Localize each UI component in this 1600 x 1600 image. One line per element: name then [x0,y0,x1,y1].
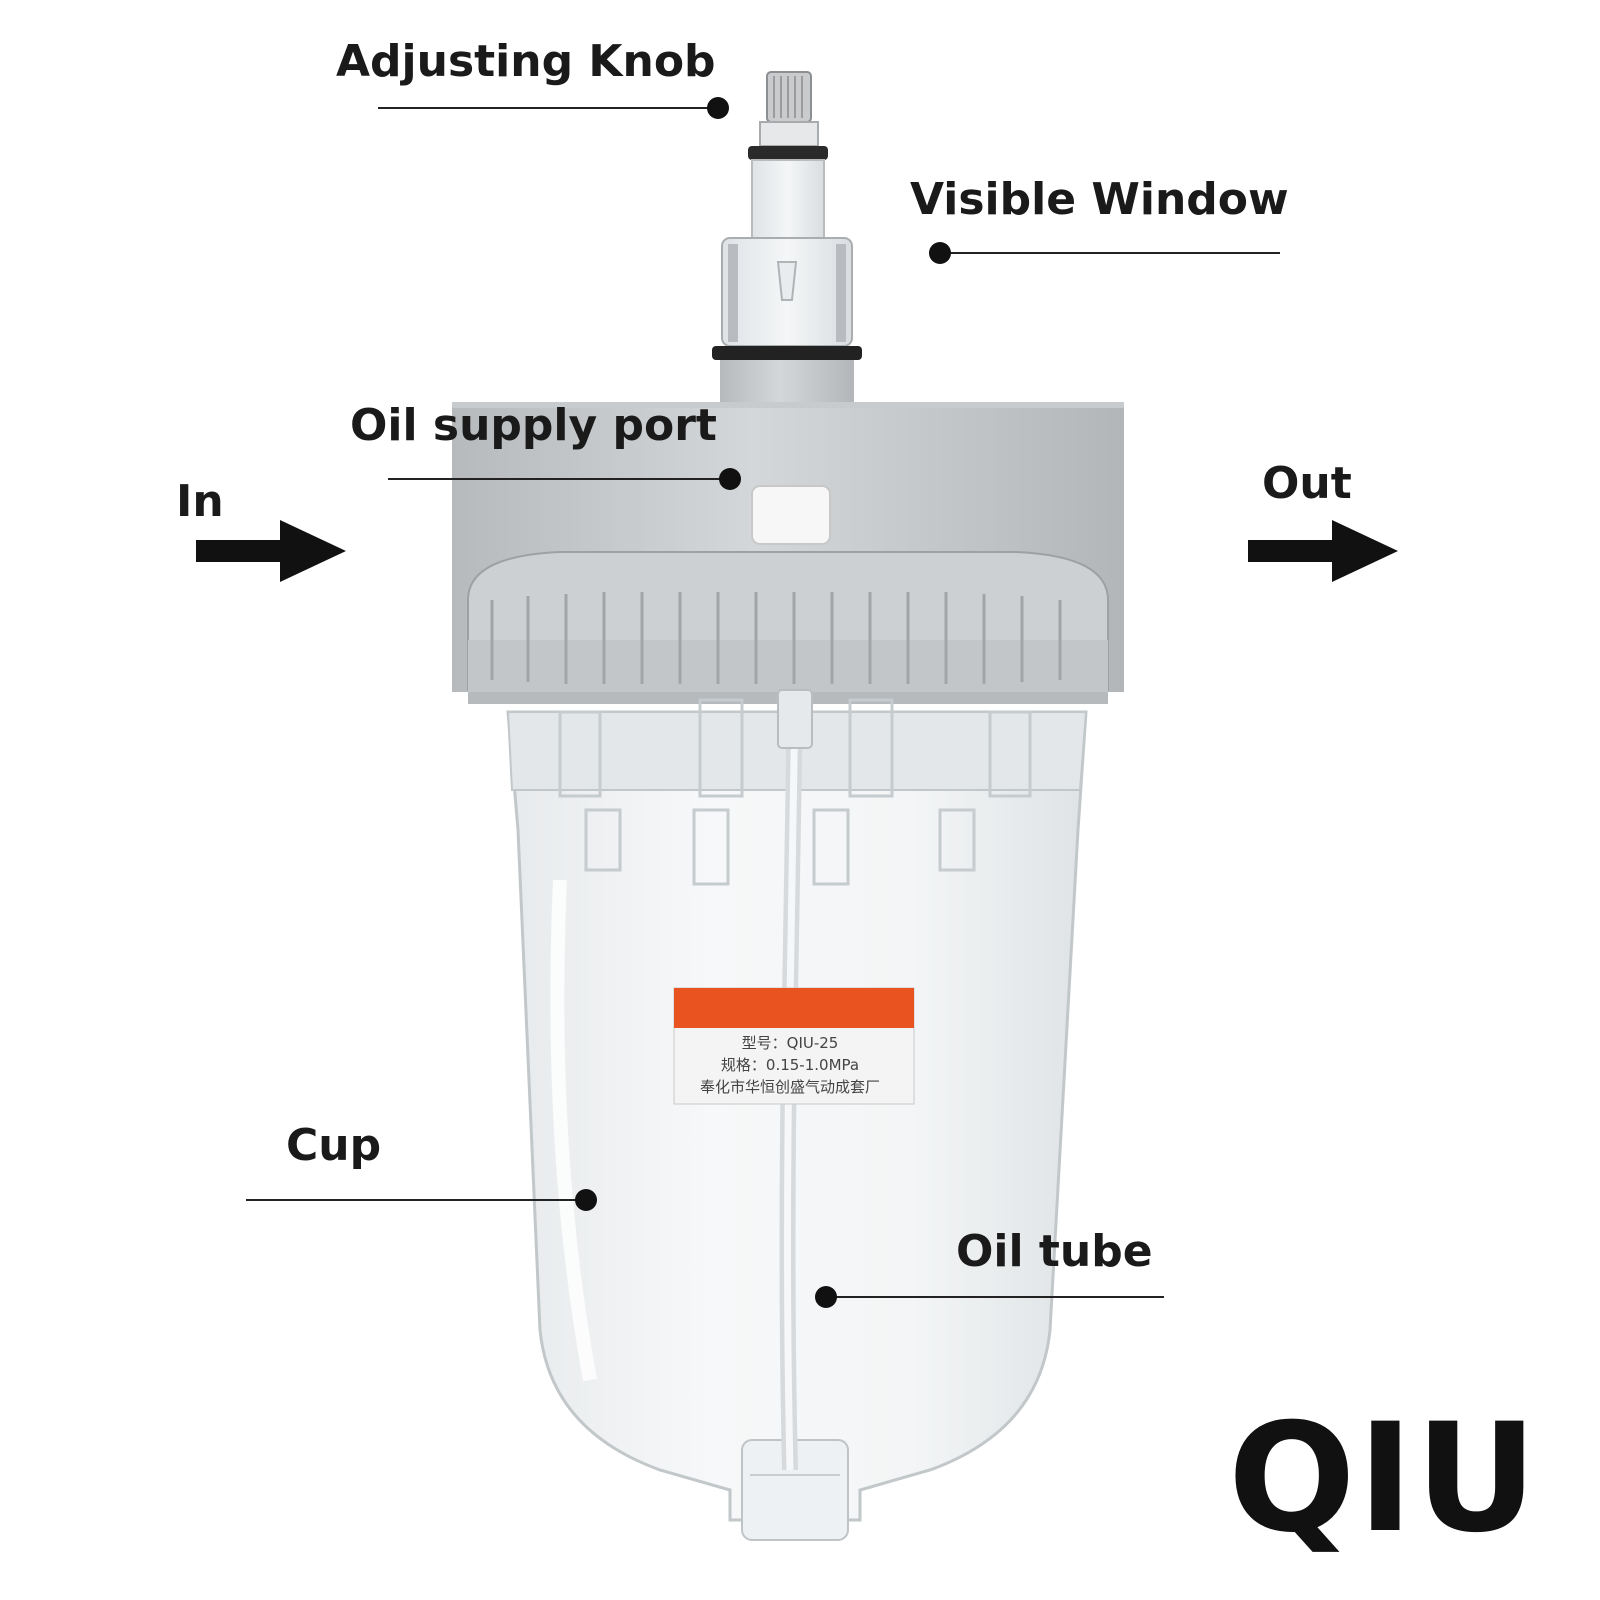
callout-oil-supply-port: Oil supply port [350,400,717,451]
callout-oil-tube: Oil tube [956,1226,1153,1277]
leader-dot-oil-tube [815,1286,837,1308]
callout-out: Out [1262,458,1352,509]
oil-supply-port-part [751,485,831,545]
label-maker-line: 奉化市华恒创盛气动成套厂 [700,1078,880,1096]
in-arrow-icon [196,520,346,582]
leader-dot-oil-supply-port [719,468,741,490]
leader-lines [246,107,1280,1298]
leader-dot-adjusting-knob [707,97,729,119]
out-arrow-icon [1248,520,1398,582]
leader-dots [575,97,951,1308]
collar-ring [467,551,1109,704]
brand-logo-text: QIU [1228,1392,1540,1566]
callout-visible-window: Visible Window [910,174,1289,225]
label-model-line: 型号：QIU-25 [742,1034,839,1052]
label-spec-line: 规格：0.15-1.0MPa [721,1056,859,1074]
leader-dot-cup [575,1189,597,1211]
callout-cup: Cup [286,1120,382,1171]
callout-in: In [176,476,224,527]
leader-dot-visible-window [929,242,951,264]
callout-adjusting-knob: Adjusting Knob [336,36,716,87]
adjusting-knob-part [748,71,828,239]
visible-window-part [712,237,862,404]
label-orange-band [674,988,914,1028]
product-label: 型号：QIU-25 规格：0.15-1.0MPa 奉化市华恒创盛气动成套厂 [673,987,915,1105]
